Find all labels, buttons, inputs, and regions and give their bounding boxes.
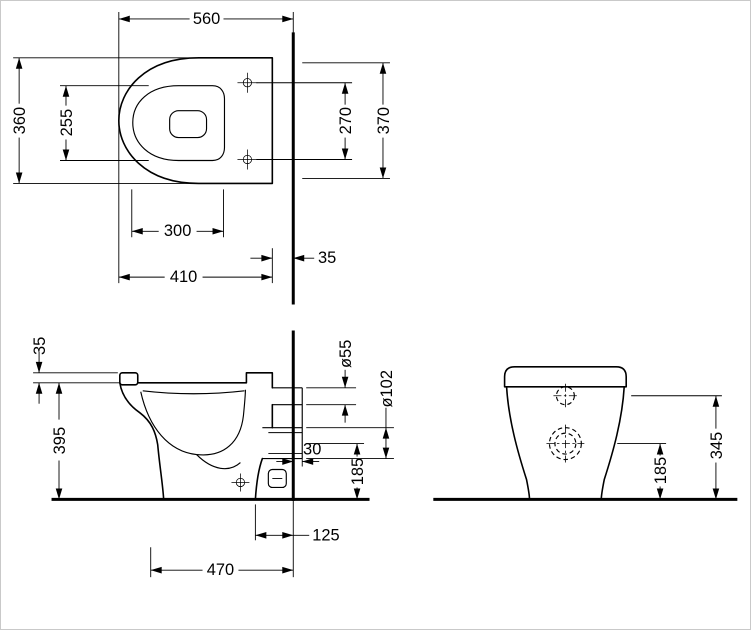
extension-line [60,85,149,161]
dim-label-370: 370 [375,107,393,134]
fixing-hole-marker [237,72,258,93]
body-left-edge [505,385,531,501]
side-dimensions: 35 395 ø55 ø102 30 185 125 [31,337,396,579]
flush-inlet-centerlines [553,383,578,408]
front-dimensions: 185 345 [617,395,726,500]
outlet-hidden-circle-inner [554,432,577,455]
dim-label-35-side: 35 [31,337,49,355]
rim-inner-line [142,390,245,395]
dim-label-185-front: 185 [652,457,670,484]
dim-label-30: 30 [303,441,321,459]
fixing-hole-cross [237,72,258,93]
body-right-edge [600,385,626,501]
extension-line [302,62,390,179]
bowl-inner-profile [140,389,246,456]
dim-label-d55: ø55 [337,340,355,368]
fixing-hole-cross [231,473,250,492]
side-view [51,330,370,501]
extension-line [13,57,197,184]
bowl-rim-plan [132,85,226,162]
dim-label-560: 560 [193,10,220,28]
extension-line [256,82,353,160]
dim-label-300: 300 [164,222,191,240]
dim-label-125: 125 [312,526,339,544]
pedestal-back [254,457,264,501]
flush-inlet-pipe [272,387,303,406]
dim-label-270: 270 [337,107,355,134]
front-profile [119,381,165,501]
dim-label-255: 255 [58,109,76,136]
toilet-plan-outline [118,57,274,185]
dim-label-360: 360 [11,107,29,134]
rim-band [503,366,627,388]
outlet-centerlines [546,424,585,463]
trap-line [196,454,241,470]
plan-dimensions: 560 360 255 270 370 300 410 35 [11,10,393,286]
outlet-template [267,468,287,489]
rim-and-back-step [136,372,274,389]
dim-label-35: 35 [318,249,336,267]
fixing-hole-marker [237,149,258,170]
dim-label-345: 345 [708,432,726,459]
fixing-hole-cross [237,149,258,170]
dim-label-185-side: 185 [349,458,367,485]
seat-buffer [119,372,139,386]
front-view [433,366,738,501]
drain-opening-plan [169,110,208,139]
floor-fixing-marker [231,473,250,492]
dim-label-d102: ø102 [378,370,396,407]
pipe-inner-lines [268,432,303,455]
dim-label-470: 470 [207,561,234,579]
dim-label-410: 410 [170,268,197,286]
plan-view [118,32,295,305]
dim-label-395: 395 [51,427,69,454]
extension-line [306,387,357,406]
extension-line [306,427,394,459]
